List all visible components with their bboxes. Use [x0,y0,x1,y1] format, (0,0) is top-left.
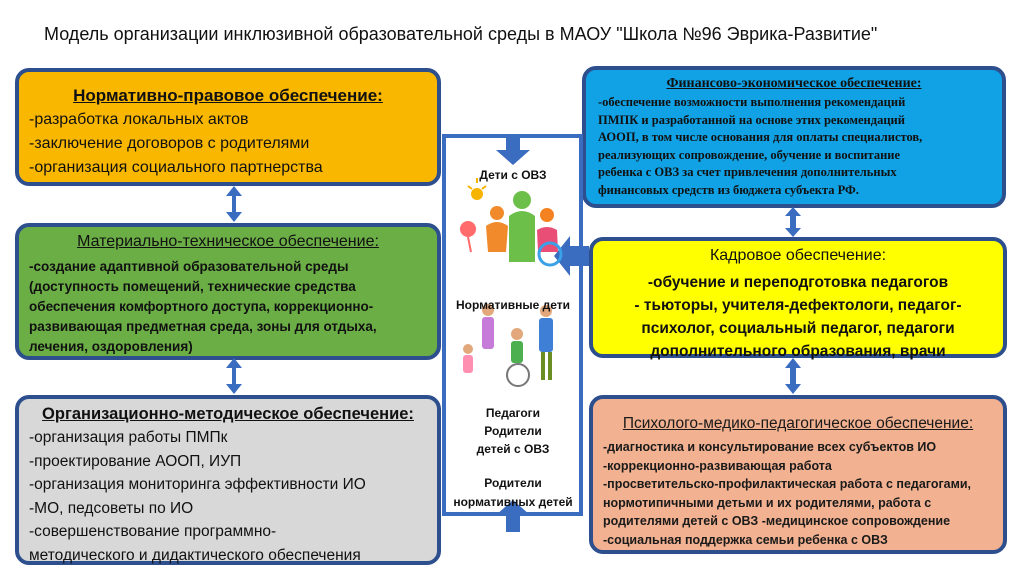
legal-support-heading: Нормативно-правовое обеспечение: [73,86,383,105]
legal-support-box: Нормативно-правовое обеспечение: -разраб… [15,68,441,186]
psych-support-box: Психолого-медико-педагогическое обеспече… [589,395,1007,554]
material-support-line: обеспечения комфортного доступа, коррекц… [29,299,374,314]
double-arrow-left-upper-icon [226,186,242,222]
methodical-support-line: -совершенствование программно- [29,523,277,540]
psych-support-line: -просветительско-профилактическая работа… [603,477,972,491]
finance-support-heading: Финансово-экономическое обеспечение: [666,76,922,91]
finance-support-line: реализующих сопровождение, обучение и во… [598,147,901,162]
methodical-support-line: -организация мониторинга эффективности И… [29,476,366,493]
methodical-support-line: -организация работы ПМПк [29,429,228,446]
material-support-heading: Материально-техническое обеспечение: [77,233,379,250]
staff-support-line: - тьюторы, учителя-дефектологи, педагог- [634,297,962,314]
center-label-of-children-ovz: детей с ОВЗ [476,442,550,456]
arrow-right-icon [554,236,589,276]
double-arrow-right-upper-icon [785,207,801,237]
psych-support-line: родителями детей с ОВЗ -медицинское сопр… [603,514,951,528]
staff-support-heading: Кадровое обеспечение: [709,247,887,264]
center-label-parents: Родители [484,424,542,438]
center-label-normative-children: Нормативные дети [455,298,571,312]
psych-support-line: нормотипичными детьми и их родителями, р… [603,495,932,510]
center-panel [442,134,583,516]
staff-support-line: -обучение и переподготовка педагогов [647,274,949,291]
legal-support-line: -заключение договоров с родителями [29,135,310,152]
material-support-box: Материально-техническое обеспечение: -со… [15,223,441,360]
center-label-of-normative-children: нормативных детей [453,495,573,509]
legal-support-line: -разработка локальных актов [29,111,249,128]
arrow-top-icon [496,134,530,165]
legal-support-line: -организация социального партнерства [29,159,323,176]
methodical-support-line: -проектирование АООП, ИУП [29,452,242,470]
double-arrow-left-lower-icon [226,358,242,394]
finance-support-line: -обеспечение возможности выполнения реко… [598,95,906,109]
staff-support-line: психолог, социальный педагог, педагоги [641,320,955,337]
psych-support-line: -диагностика и консультирование всех суб… [603,440,937,454]
material-support-line: лечения, оздоровления) [29,339,193,354]
arrow-bottom-icon [496,500,530,532]
staff-support-line: дополнительного образования, врачи [650,343,946,360]
center-label-children-ovz: Дети с ОВЗ [479,168,547,182]
methodical-support-box: Организационно-методическое обеспечение:… [15,395,441,565]
staff-support-box: Кадровое обеспечение: -обучение и перепо… [589,237,1007,360]
psych-support-heading: Психолого-медико-педагогическое обеспече… [622,415,974,432]
family-illustration [460,178,563,267]
finance-support-line: ребенка с ОВЗ за счет привлечения дополн… [598,165,897,179]
finance-support-line: финансовых средств из бюджета субъекта Р… [598,182,859,197]
methodical-support-line: -МО, педсоветы по ИО [29,499,194,517]
page-title: Модель организации инклюзивной образоват… [44,24,878,44]
material-support-line: (доступность помещений, технические сред… [29,279,356,294]
psych-support-line: -коррекционно-развивающая работа [603,458,832,473]
psych-support-line: -социальная поддержка семьи ребенка с ОВ… [603,532,888,547]
finance-support-box: Финансово-экономическое обеспечение: -об… [582,66,1006,208]
material-support-line: развивающая предметная среда, зоны для о… [29,319,377,334]
methodical-support-line: методического и дидактического обеспечен… [29,546,361,564]
double-arrow-right-lower-icon [785,358,801,394]
methodical-support-heading: Организационно-методическое обеспечение: [42,405,414,423]
material-support-line: -создание адаптивной образовательной сре… [29,259,349,274]
center-label-teachers: Педагоги [485,406,541,420]
finance-support-line: АООП, в том числе основания для оплаты с… [598,130,923,144]
center-label-parents-2: Родители [484,476,542,490]
finance-support-line: ПМПК и разработанной на основе этих реко… [598,112,905,127]
group-illustration [463,304,553,387]
